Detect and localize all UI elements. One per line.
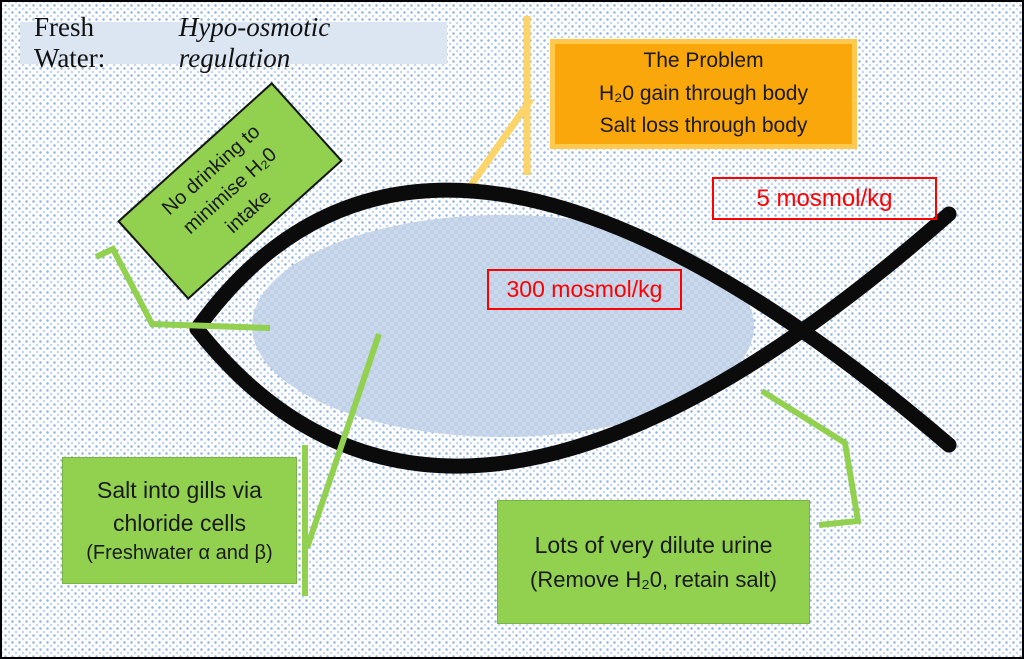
water-osmolarity-value: 5 mosmol/kg [756,184,893,212]
problem-salt-loss: Salt loss through body [599,114,808,138]
fish-outline-bottom-arc [189,206,957,474]
water-osmolarity-label: 5 mosmol/kg [712,177,937,220]
gills-line2: chloride cells [113,509,246,536]
slide-title-text: Fresh Water: [34,12,106,73]
gills-note: (Freshwater α and β) [86,541,273,564]
water-pointer-line-diagonal [466,96,534,191]
problem-water-gain: H₂0 gain through body [599,81,808,105]
body-osmolarity-value: 300 mosmol/kg [506,276,663,302]
problem-heading: The Problem [643,49,764,73]
gills-pointer-line-diagonal [304,333,382,549]
body-osmolarity-label: 300 mosmol/kg [487,269,682,310]
gills-callout: Salt into gills via chloride cells (Fres… [62,457,297,584]
urine-pointer-line [760,388,862,528]
urine-note: (Remove H₂0, retain salt) [530,566,777,592]
urine-callout: Lots of very dilute urine (Remove H₂0, r… [497,500,810,624]
urine-line1: Lots of very dilute urine [534,532,773,559]
slide-title-subtitle: Hypo-osmotic regulation [178,12,331,73]
slide-title: Fresh Water: Hypo-osmotic regulation [20,12,447,73]
problem-callout: The Problem H₂0 gain through body Salt l… [550,39,857,149]
gills-line1: Salt into gills via [97,477,262,504]
mouth-pointer-line [94,245,271,331]
